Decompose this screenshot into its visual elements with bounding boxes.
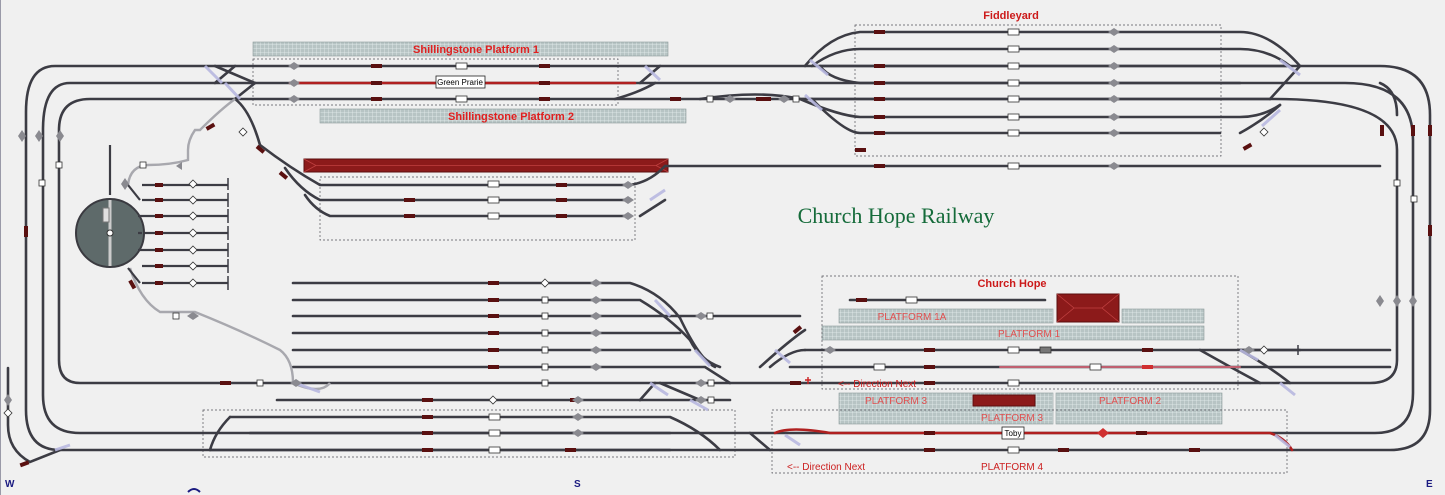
fiddleyard-label: Fiddleyard	[983, 10, 1039, 22]
locomotive-green-prarie-label: Green Prarie	[437, 78, 483, 87]
platform-1a-label: PLATFORM 1A	[878, 312, 947, 323]
turntable-roads	[126, 98, 331, 391]
buffer-stops	[7, 345, 1299, 378]
shillingstone-platform-2-area	[319, 108, 687, 124]
church-hope-label: Church Hope	[977, 278, 1046, 290]
partial-glyph-icon	[187, 488, 201, 493]
platform-3-label: PLATFORM 3	[865, 396, 927, 407]
diamond-markers	[3, 127, 1269, 418]
platform-1-label: PLATFORM 1	[998, 329, 1060, 340]
signal-arrows	[4, 28, 1417, 437]
platform-3-shelter	[972, 394, 1036, 407]
platform-1a-right-area	[1121, 308, 1205, 324]
platform-2-area	[1055, 392, 1223, 425]
locomotive-toby[interactable]: Toby	[1001, 426, 1025, 440]
locomotive-green-prarie[interactable]: Green Prarie	[435, 75, 486, 89]
shillingstone-platform-1-area	[252, 41, 669, 57]
direction-next-lower-label: <-- Direction Next	[787, 462, 865, 473]
direction-next-upper-label: <-- Direction Next	[838, 379, 916, 390]
shillingstone-platform-2-label: Shillingstone Platform 2	[448, 111, 574, 123]
route-arrow-icon	[1097, 428, 1109, 438]
platform-4-label: PLATFORM 4	[981, 462, 1043, 473]
layout-title: Church Hope Railway	[798, 203, 995, 228]
tracks	[6, 30, 1432, 464]
track-markers	[38, 28, 1418, 454]
platform-3-secondary-label: PLATFORM 3	[981, 413, 1043, 424]
locomotive-toby-label: Toby	[1005, 429, 1022, 438]
buildings	[303, 158, 1120, 407]
points	[54, 58, 1301, 452]
platform-1a-area	[838, 308, 1054, 324]
turntable[interactable]	[75, 145, 145, 284]
window-edge	[0, 0, 1, 495]
direction-marker-icon	[805, 377, 811, 384]
compass-south: S	[574, 479, 581, 490]
turntable-spurs	[142, 178, 229, 290]
compass-east: E	[1426, 479, 1433, 490]
compass-west: W	[5, 479, 15, 490]
shillingstone-platform-1-label: Shillingstone Platform 1	[413, 44, 539, 56]
block-sensors	[19, 30, 1432, 468]
platform-2-label: PLATFORM 2	[1099, 396, 1161, 407]
